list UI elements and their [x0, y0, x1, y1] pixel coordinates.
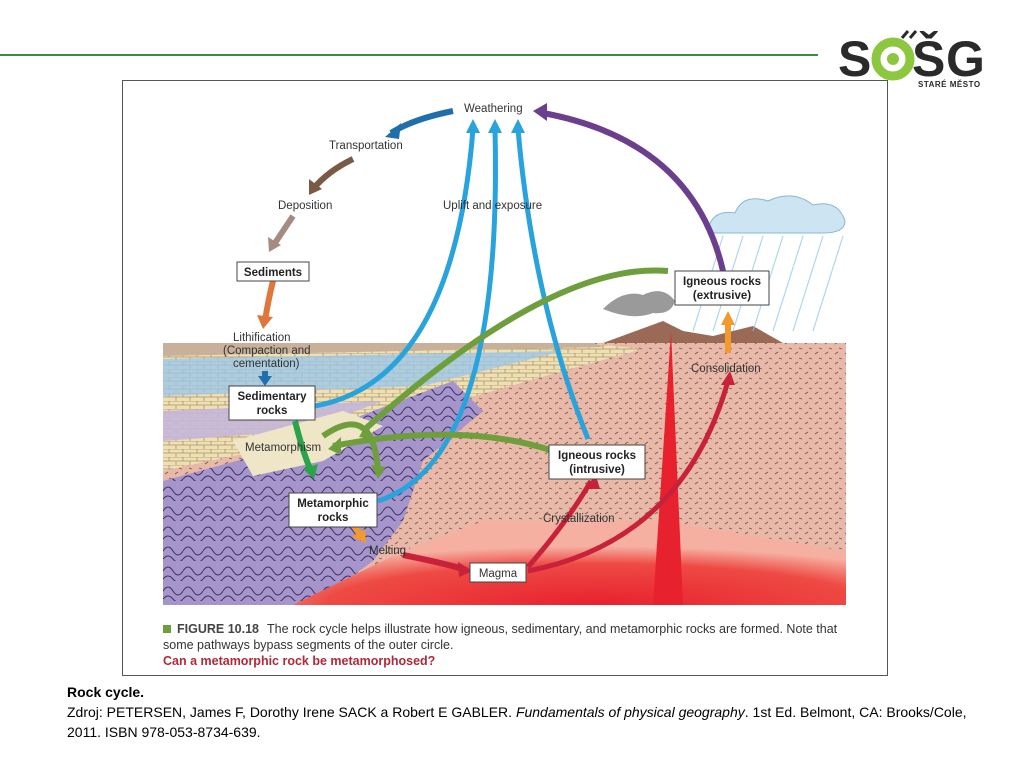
caption-bullet — [163, 625, 171, 633]
label-lithification: Lithification — [233, 332, 291, 344]
label-consolidation: Consolidation — [691, 363, 761, 375]
svg-text:rocks: rocks — [318, 512, 349, 524]
svg-text:Metamorphic: Metamorphic — [297, 498, 369, 510]
svg-text:Magma: Magma — [479, 568, 518, 580]
svg-text:G: G — [946, 31, 985, 87]
header-divider — [0, 54, 818, 56]
label-transportation: Transportation — [329, 140, 403, 152]
svg-text:S: S — [838, 31, 871, 87]
label-weathering: Weathering — [464, 103, 523, 115]
metamorphism-arrows — [321, 267, 669, 472]
school-logo: S Š G — [838, 30, 985, 87]
source-credit: Rock cycle. Zdroj: PETERSEN, James F, Do… — [67, 682, 967, 742]
label-deposition: Deposition — [278, 200, 332, 212]
label-metamorphism: Metamorphism — [245, 442, 321, 454]
box-metamorphic-rocks: Metamorphic rocks — [288, 492, 378, 528]
label-lithification-detail: (Compaction and — [223, 345, 311, 357]
figure-number: FIGURE 10.18 — [177, 622, 259, 636]
credit-prefix: Zdroj: PETERSEN, James F, Dorothy Irene … — [67, 704, 516, 720]
svg-text:Sedimentary: Sedimentary — [237, 391, 307, 403]
svg-text:Igneous rocks: Igneous rocks — [558, 450, 636, 462]
svg-text:Š: Š — [912, 30, 945, 87]
svg-text:Igneous rocks: Igneous rocks — [683, 276, 761, 288]
credit-suffix: . 1st Ed. Belmont, CA: Brooks/Cole, 2011… — [67, 704, 967, 740]
uplift-arrows — [314, 128, 591, 504]
svg-text:(extrusive): (extrusive) — [693, 290, 751, 302]
credit-book-title: Fundamentals of physical geography — [515, 704, 745, 720]
label-lithification-detail-2: cementation) — [233, 358, 300, 370]
svg-text:rocks: rocks — [257, 405, 288, 417]
figure-frame: Weathering Transportation Deposition Upl… — [122, 80, 888, 676]
label-crystallization: Crystallization — [543, 513, 615, 525]
box-sediments: Sediments — [236, 261, 310, 282]
box-sedimentary-rocks: Sedimentary rocks — [228, 385, 316, 421]
caption-question: Can a metamorphic rock be metamorphosed? — [163, 654, 436, 668]
box-magma: Magma — [469, 562, 527, 583]
rock-cycle-diagram: Weathering Transportation Deposition Upl… — [163, 103, 846, 605]
label-uplift: Uplift and exposure — [443, 200, 542, 212]
credit-title: Rock cycle. — [67, 684, 145, 700]
box-igneous-extrusive: Igneous rocks (extrusive) — [674, 270, 770, 306]
box-igneous-intrusive: Igneous rocks (intrusive) — [548, 444, 646, 480]
logo-subtitle: STARÉ MĚSTO — [918, 80, 981, 89]
label-melting: Melting — [369, 545, 406, 557]
outer-cycle-arrows — [257, 103, 735, 577]
caption-text: The rock cycle helps illustrate how igne… — [163, 622, 838, 652]
svg-text:(intrusive): (intrusive) — [569, 464, 625, 476]
svg-text:Sediments: Sediments — [244, 267, 302, 279]
